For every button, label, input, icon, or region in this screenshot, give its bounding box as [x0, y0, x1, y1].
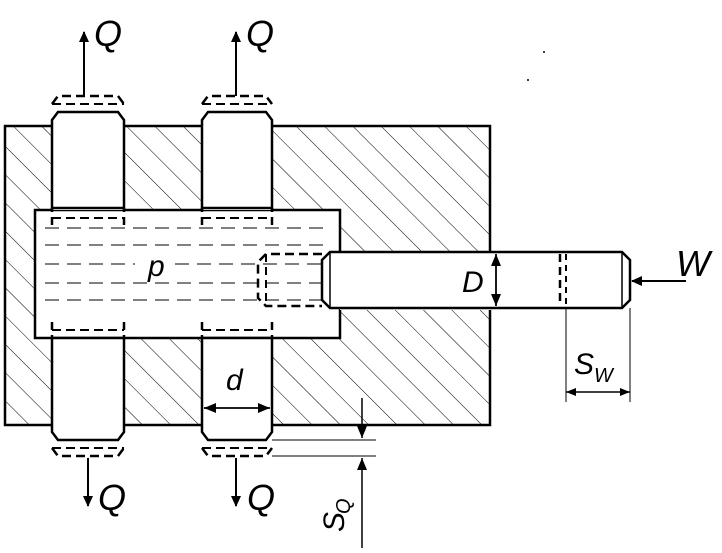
- label-q-top-left: Q: [94, 13, 122, 54]
- piston-top-left: [50, 94, 126, 225]
- fluid-cavity: [33, 208, 342, 340]
- dimension-stroke-w: [565, 308, 631, 402]
- label-stroke-q-sub: Q: [333, 498, 355, 514]
- piston-bottom-left: [50, 322, 126, 458]
- label-stroke-w-sub: W: [594, 365, 615, 387]
- label-q-top-right: Q: [246, 13, 274, 54]
- label-q-bottom-right: Q: [247, 477, 275, 518]
- piston-top-right: [200, 94, 274, 225]
- label-stroke-w: S W: [574, 348, 615, 387]
- stray-dot: [527, 79, 529, 81]
- dimension-d-piston: [204, 403, 270, 413]
- label-stroke-q-main: S: [318, 512, 351, 532]
- label-pressure: p: [147, 250, 165, 283]
- housing-outline: [3, 124, 492, 427]
- label-piston-diameter: d: [226, 364, 244, 397]
- plunger-rod: [256, 250, 632, 310]
- stray-dot: [543, 51, 545, 53]
- dimension-d-plunger: [491, 254, 501, 306]
- dimension-stroke-q: [272, 398, 376, 548]
- label-stroke-w-main: S: [574, 348, 594, 381]
- label-w-force: W: [676, 243, 713, 284]
- label-plunger-diameter: D: [462, 266, 484, 299]
- label-stroke-q: S Q: [318, 498, 355, 532]
- piston-bottom-right: [200, 322, 274, 458]
- label-q-bottom-left: Q: [98, 477, 126, 518]
